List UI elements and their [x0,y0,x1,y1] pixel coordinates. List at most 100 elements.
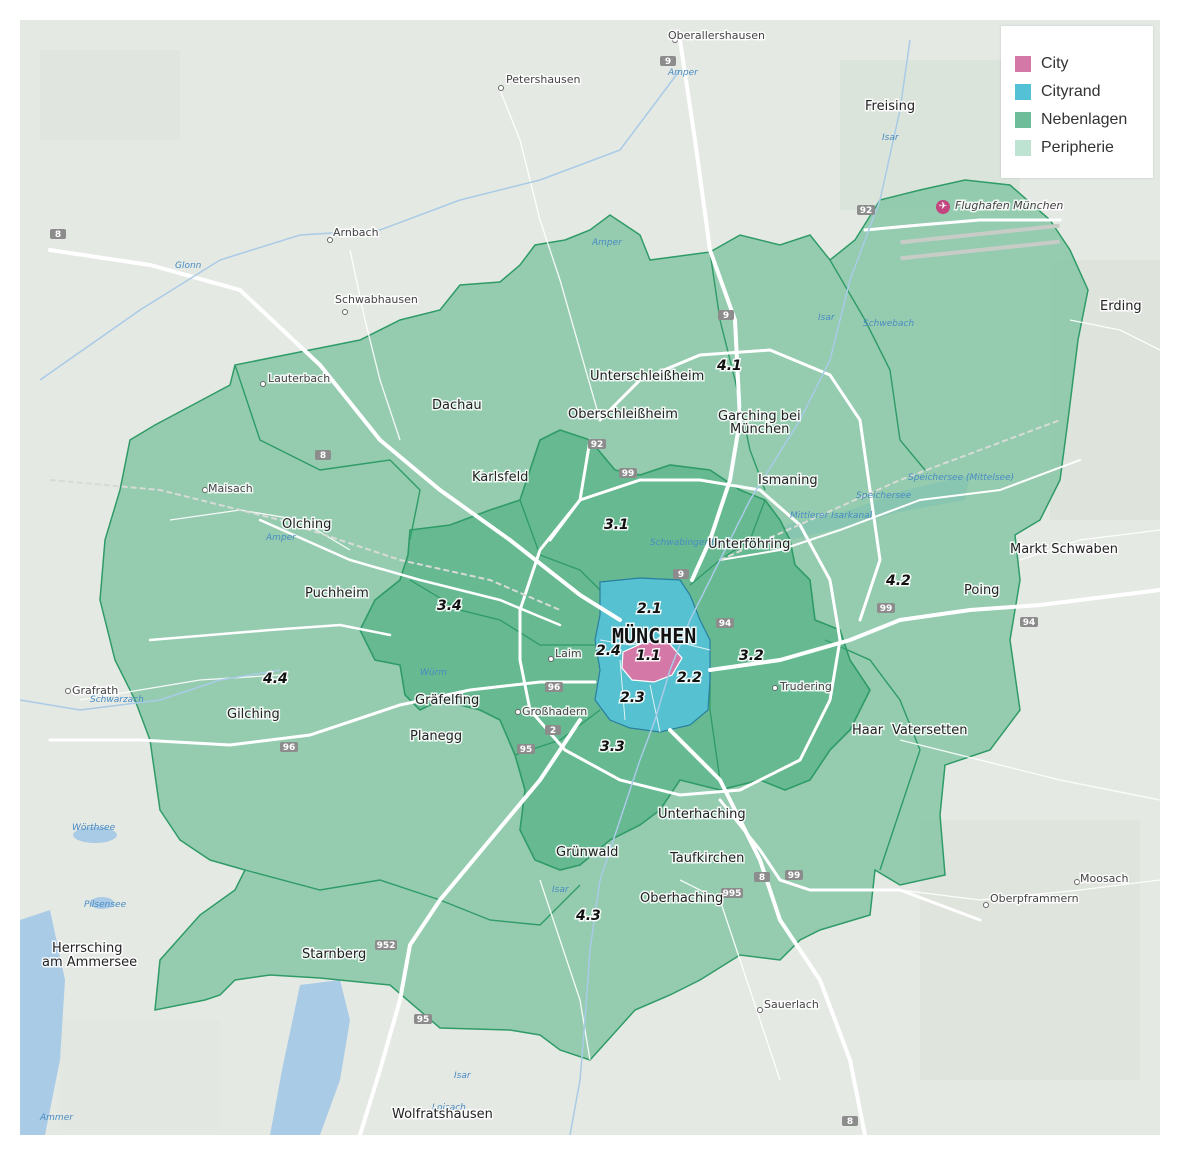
svg-text:Würm: Würm [420,668,447,678]
svg-text:Karlsfeld: Karlsfeld [472,470,528,485]
zone-label: 2.4 [596,643,621,659]
zone-label: 1.1 [636,648,661,664]
svg-text:Glonn: Glonn [175,261,202,271]
svg-text:Haar: Haar [852,723,884,738]
woerthsee-lake [73,827,117,843]
airport-label: Flughafen München [955,199,1063,212]
svg-text:9: 9 [678,570,684,580]
svg-text:9: 9 [723,311,729,321]
map-legend: City Cityrand Nebenlagen Peripherie [1001,26,1153,178]
svg-text:Schwabhausen: Schwabhausen [335,293,418,306]
legend-swatch-nebenlagen [1015,112,1031,128]
svg-text:Oberallershausen: Oberallershausen [668,29,765,42]
zone-label: 3.4 [437,598,462,614]
legend-item-cityrand: Cityrand [1015,78,1153,106]
zone-label: 2.3 [620,690,645,706]
rivers [20,39,911,1135]
city-name-label: MÜNCHEN [612,624,696,648]
airport-area [900,223,1060,261]
svg-text:Planegg: Planegg [410,729,462,744]
svg-text:Oberhaching: Oberhaching [640,891,723,906]
town-labels: Oberallershausen Petershausen Freising A… [41,28,1144,1124]
legend-swatch-peripherie [1015,140,1031,156]
svg-text:Wolfratshausen: Wolfratshausen [392,1107,493,1122]
svg-text:Moosach: Moosach [1080,872,1128,885]
svg-text:Großhadern: Großhadern [522,705,587,718]
legend-item-city: City [1015,50,1153,78]
railway-lines [49,419,1061,611]
starnberger-see-lake [270,980,350,1135]
svg-text:Lauterbach: Lauterbach [268,372,330,385]
svg-text:Speichersee: Speichersee [856,491,912,501]
svg-text:Arnbach: Arnbach [333,226,379,239]
highway-network [48,38,1160,1135]
water-labels: Speichersee Speichersee (Mittelsee) Mitt… [39,68,1014,1123]
svg-text:Dachau: Dachau [432,398,482,413]
svg-text:Grafrath: Grafrath [72,684,118,697]
zone-label: 4.2 [885,573,911,589]
svg-text:Schwabinger Bach: Schwabinger Bach [650,538,734,548]
svg-text:Markt Schwaben: Markt Schwaben [1010,542,1118,557]
svg-text:Gräfelfing: Gräfelfing [415,693,479,708]
zone-label: 4.1 [716,358,742,374]
svg-text:Isar: Isar [818,313,836,323]
legend-label: Nebenlagen [1041,111,1128,128]
svg-text:Laim: Laim [555,647,582,660]
svg-text:99: 99 [880,604,893,614]
legend-label: Cityrand [1041,83,1101,100]
nebenlagen-borders [409,499,766,781]
svg-text:Poing: Poing [964,583,999,598]
svg-text:Oberpframmern: Oberpframmern [990,892,1079,905]
svg-text:8: 8 [55,230,61,240]
svg-text:Taufkirchen: Taufkirchen [669,851,744,866]
landuse-patches [40,50,1160,1130]
legend-item-peripherie: Peripherie [1015,134,1153,162]
svg-text:99: 99 [622,469,635,479]
svg-text:Garching bei: Garching bei [718,409,801,424]
town-markers [65,37,1080,1013]
svg-text:Isar: Isar [882,133,900,143]
svg-text:Olching: Olching [282,517,331,532]
svg-text:München: München [730,422,789,437]
zone-label: 3.1 [604,517,629,533]
svg-text:95: 95 [520,745,533,755]
svg-text:9: 9 [665,57,671,67]
svg-text:Oberschleißheim: Oberschleißheim [568,407,678,422]
svg-text:Schwarzach: Schwarzach [90,695,144,705]
svg-text:Starnberg: Starnberg [302,947,366,962]
svg-text:Pilsensee: Pilsensee [84,900,127,910]
svg-text:Unterschleißheim: Unterschleißheim [590,369,704,384]
map-canvas[interactable]: 9 92 8 9 92 99 8 9 99 94 94 96 2 95 96 8… [20,20,1160,1135]
svg-text:Amper: Amper [265,533,297,543]
pilsensee-lake [90,897,114,909]
map-svg: 9 92 8 9 92 99 8 9 99 94 94 96 2 95 96 8… [20,28,1160,1135]
secondary-roads [79,89,1160,1081]
legend-label: Peripherie [1041,139,1114,156]
svg-text:Petershausen: Petershausen [506,73,581,86]
zone-label: 3.3 [600,739,625,755]
svg-text:Amper: Amper [667,68,699,78]
svg-text:Erding: Erding [1100,299,1142,314]
svg-text:Puchheim: Puchheim [305,586,369,601]
svg-text:Grünwald: Grünwald [556,845,618,860]
svg-text:Herrsching: Herrsching [52,941,123,956]
svg-text:Unterföhring: Unterföhring [708,537,790,552]
ammersee-lake [20,910,65,1135]
svg-text:Trudering: Trudering [779,680,832,693]
svg-text:Unterhaching: Unterhaching [658,807,746,822]
svg-text:952: 952 [377,941,396,951]
legend-item-nebenlagen: Nebenlagen [1015,106,1153,134]
zone-label: 2.2 [677,670,702,686]
city-region[interactable] [621,641,683,683]
svg-text:96: 96 [283,743,296,753]
svg-text:94: 94 [719,619,732,629]
svg-text:8: 8 [847,1117,853,1127]
svg-text:8: 8 [320,451,326,461]
zone-label: 4.4 [262,671,288,687]
svg-text:Amper: Amper [591,238,623,248]
svg-text:2: 2 [550,726,556,736]
svg-text:99: 99 [788,871,801,881]
svg-text:Sauerlach: Sauerlach [764,998,819,1011]
svg-text:Freising: Freising [865,99,915,114]
zone-label: 4.3 [575,908,601,924]
